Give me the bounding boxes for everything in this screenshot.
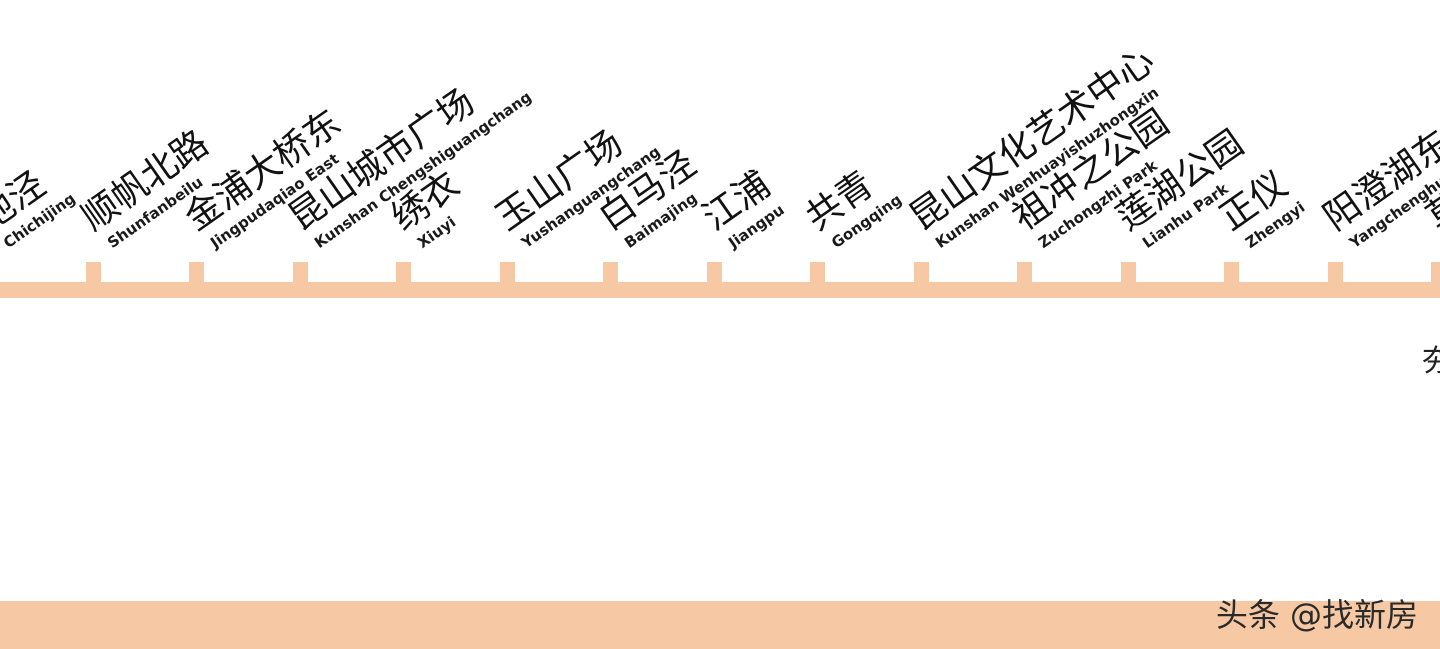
station-marker xyxy=(810,262,825,284)
station-marker xyxy=(1120,262,1136,284)
station-marker xyxy=(189,262,204,284)
station-marker xyxy=(85,262,101,284)
bottom-band xyxy=(0,601,1440,649)
watermark-text: 头条 @找新房 xyxy=(1215,596,1418,634)
station-marker xyxy=(1431,262,1440,284)
station-marker xyxy=(913,262,929,284)
station-label-partial: 夯 xyxy=(1422,344,1440,379)
metro-line-bar xyxy=(0,282,1440,298)
station-marker xyxy=(1224,262,1239,284)
station-marker xyxy=(706,262,722,284)
station-marker xyxy=(1327,262,1343,284)
station-marker xyxy=(603,262,618,284)
station-marker xyxy=(499,262,515,284)
station-marker xyxy=(396,262,411,284)
station-marker xyxy=(292,262,308,284)
station-marker xyxy=(1017,262,1032,284)
